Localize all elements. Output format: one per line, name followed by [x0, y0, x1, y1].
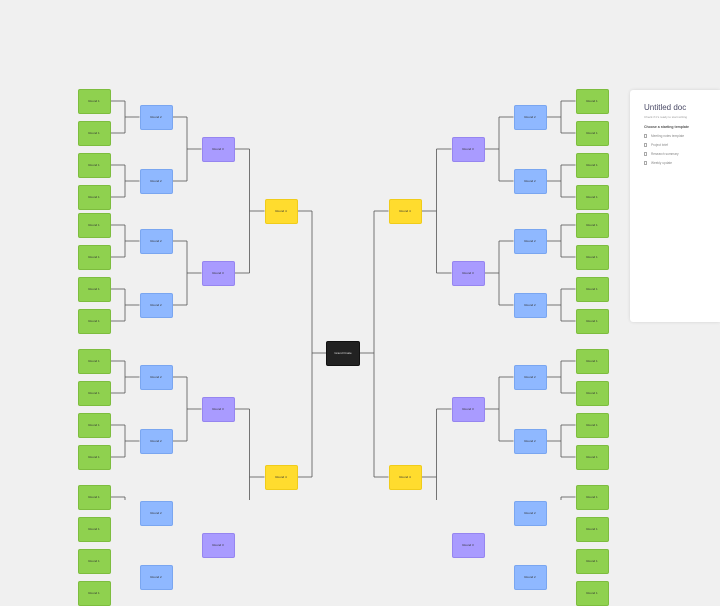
- doc-icon: [644, 134, 647, 138]
- round3-left-match-1[interactable]: Round 3: [201, 136, 235, 162]
- round4-right-match-2[interactable]: Round 4: [388, 464, 422, 490]
- template-option-weekly-update[interactable]: Weekly update: [644, 161, 712, 165]
- doc-side-panel[interactable]: Untitled doc Check if it's ready to star…: [630, 90, 720, 322]
- round1-left-match-6[interactable]: Round 1: [77, 244, 111, 270]
- round1-right-match-4[interactable]: Round 1: [575, 184, 609, 210]
- round3-left-match-4[interactable]: Round 3: [201, 532, 235, 558]
- round1-right-match-9[interactable]: Round 1: [575, 348, 609, 374]
- round1-right-match-5[interactable]: Round 1: [575, 212, 609, 238]
- template-option-label: Research summary: [651, 152, 679, 156]
- round1-left-match-9[interactable]: Round 1: [77, 348, 111, 374]
- round2-left-match-6[interactable]: Round 2: [139, 428, 173, 454]
- round1-right-match-12[interactable]: Round 1: [575, 444, 609, 470]
- round4-left-match-2[interactable]: Round 4: [264, 464, 298, 490]
- round2-right-match-4[interactable]: Round 2: [513, 292, 547, 318]
- round2-right-match-6[interactable]: Round 2: [513, 428, 547, 454]
- round2-left-match-2[interactable]: Round 2: [139, 168, 173, 194]
- round2-left-match-8[interactable]: Round 2: [139, 564, 173, 590]
- round2-right-match-2[interactable]: Round 2: [513, 168, 547, 194]
- round2-left-match-5[interactable]: Round 2: [139, 364, 173, 390]
- round2-left-match-3[interactable]: Round 2: [139, 228, 173, 254]
- round1-left-match-10[interactable]: Round 1: [77, 380, 111, 406]
- round1-right-match-11[interactable]: Round 1: [575, 412, 609, 438]
- template-option-label: Project brief: [651, 143, 669, 147]
- round1-right-match-8[interactable]: Round 1: [575, 308, 609, 334]
- doc-icon: [644, 152, 647, 156]
- doc-title[interactable]: Untitled doc: [644, 103, 687, 112]
- doc-subtitle: Check if it's ready to start writing: [644, 115, 688, 119]
- round1-left-match-16[interactable]: Round 1: [77, 580, 111, 606]
- template-option-research-summary[interactable]: Research summary: [644, 152, 712, 156]
- round2-right-match-3[interactable]: Round 2: [513, 228, 547, 254]
- round2-right-match-8[interactable]: Round 2: [513, 564, 547, 590]
- round1-left-match-7[interactable]: Round 1: [77, 276, 111, 302]
- round1-left-match-1[interactable]: Round 1: [77, 88, 111, 114]
- doc-icon: [644, 161, 647, 165]
- round1-left-match-3[interactable]: Round 1: [77, 152, 111, 178]
- round2-right-match-1[interactable]: Round 2: [513, 104, 547, 130]
- round3-left-match-3[interactable]: Round 3: [201, 396, 235, 422]
- round1-left-match-12[interactable]: Round 1: [77, 444, 111, 470]
- template-heading: Choose a starting template: [644, 125, 689, 129]
- round2-left-match-4[interactable]: Round 2: [139, 292, 173, 318]
- round1-left-match-5[interactable]: Round 1: [77, 212, 111, 238]
- round2-left-match-1[interactable]: Round 2: [139, 104, 173, 130]
- round1-right-match-7[interactable]: Round 1: [575, 276, 609, 302]
- round3-right-match-2[interactable]: Round 3: [451, 260, 485, 286]
- round1-left-match-13[interactable]: Round 1: [77, 484, 111, 510]
- round3-right-match-3[interactable]: Round 3: [451, 396, 485, 422]
- round1-left-match-2[interactable]: Round 1: [77, 120, 111, 146]
- round1-right-match-15[interactable]: Round 1: [575, 548, 609, 574]
- round1-left-match-11[interactable]: Round 1: [77, 412, 111, 438]
- template-option-meeting-notes[interactable]: Meeting notes template: [644, 134, 712, 138]
- round3-right-match-4[interactable]: Round 3: [451, 532, 485, 558]
- round1-right-match-1[interactable]: Round 1: [575, 88, 609, 114]
- round2-right-match-7[interactable]: Round 2: [513, 500, 547, 526]
- template-option-label: Meeting notes template: [651, 134, 685, 138]
- round1-right-match-3[interactable]: Round 1: [575, 152, 609, 178]
- round1-left-match-14[interactable]: Round 1: [77, 516, 111, 542]
- round1-right-match-13[interactable]: Round 1: [575, 484, 609, 510]
- round4-right-match-1[interactable]: Round 4: [388, 198, 422, 224]
- template-option-label: Weekly update: [651, 161, 673, 165]
- round2-right-match-5[interactable]: Round 2: [513, 364, 547, 390]
- bracket-connectors: [110, 100, 576, 500]
- round2-left-match-7[interactable]: Round 2: [139, 500, 173, 526]
- round1-right-match-6[interactable]: Round 1: [575, 244, 609, 270]
- round1-left-match-8[interactable]: Round 1: [77, 308, 111, 334]
- round1-right-match-10[interactable]: Round 1: [575, 380, 609, 406]
- template-option-project-brief[interactable]: Project brief: [644, 143, 712, 147]
- round1-left-match-4[interactable]: Round 1: [77, 184, 111, 210]
- round1-right-match-2[interactable]: Round 1: [575, 120, 609, 146]
- round1-left-match-15[interactable]: Round 1: [77, 548, 111, 574]
- round1-right-match-16[interactable]: Round 1: [575, 580, 609, 606]
- round1-right-match-14[interactable]: Round 1: [575, 516, 609, 542]
- grand-finale-match[interactable]: Grand Finale: [326, 340, 360, 366]
- round3-right-match-1[interactable]: Round 3: [451, 136, 485, 162]
- doc-icon: [644, 143, 647, 147]
- round4-left-match-1[interactable]: Round 4: [264, 198, 298, 224]
- round3-left-match-2[interactable]: Round 3: [201, 260, 235, 286]
